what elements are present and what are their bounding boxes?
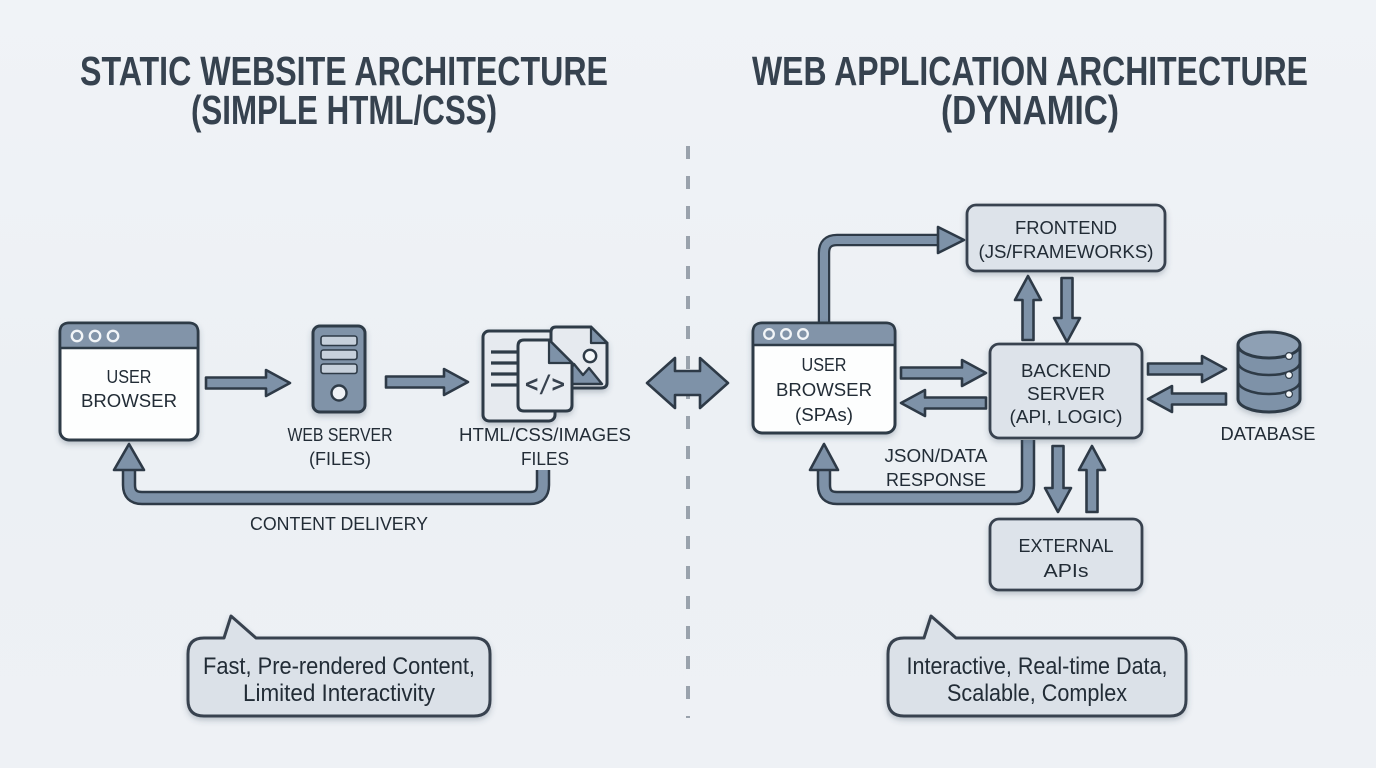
database-label: DATABASE bbox=[1221, 424, 1316, 444]
arrow-external-to-backend bbox=[1077, 444, 1107, 514]
frontend-box bbox=[965, 203, 1167, 273]
backend-label-line1: BACKEND bbox=[1021, 361, 1111, 381]
web-server-label-line2: (FILES) bbox=[309, 449, 371, 469]
window-dot-icon bbox=[763, 328, 775, 340]
backend-box bbox=[988, 342, 1144, 440]
files-icon: </> bbox=[481, 325, 609, 423]
arrow-browser-to-backend bbox=[899, 358, 988, 388]
files-label-line1: HTML/CSS/IMAGES bbox=[459, 425, 631, 445]
database-icon bbox=[1236, 330, 1302, 414]
json-response-loop-arrow bbox=[808, 440, 1036, 506]
user-browser-spa-icon bbox=[751, 321, 897, 435]
external-apis-box bbox=[988, 517, 1144, 592]
left-browser-label-line2: BROWSER bbox=[81, 391, 177, 411]
window-dot-icon bbox=[88, 329, 102, 343]
code-glyph: </> bbox=[525, 370, 565, 398]
left-browser-label-line1: USER bbox=[107, 367, 152, 387]
left-callout-line2: Limited Interactivity bbox=[243, 680, 435, 707]
json-response-label-line2: RESPONSE bbox=[886, 470, 986, 490]
backend-label-line3: (API, LOGIC) bbox=[1010, 407, 1123, 427]
right-title-line2: (DYNAMIC) bbox=[941, 87, 1119, 133]
arrow-backend-to-database bbox=[1146, 354, 1228, 384]
files-label-line2: FILES bbox=[521, 449, 569, 469]
right-browser-label-line3: (SPAs) bbox=[795, 405, 853, 425]
left-title-line2: (SIMPLE HTML/CSS) bbox=[191, 87, 497, 133]
right-browser-label-line2: BROWSER bbox=[776, 380, 872, 400]
right-title: WEB APPLICATION ARCHITECTURE (DYNAMIC) bbox=[752, 48, 1308, 133]
arrow-database-to-backend bbox=[1146, 384, 1228, 414]
right-title-line1: WEB APPLICATION ARCHITECTURE bbox=[752, 48, 1308, 94]
content-delivery-loop-arrow bbox=[112, 442, 551, 506]
arrow-backend-to-external bbox=[1043, 444, 1073, 514]
external-apis-label-line2: APIs bbox=[1044, 561, 1089, 581]
arrow-server-to-files bbox=[384, 367, 470, 397]
arrow-backend-to-browser bbox=[899, 388, 988, 418]
arrow-browser-to-frontend bbox=[817, 225, 966, 322]
web-server-icon bbox=[311, 324, 367, 414]
bidirectional-arrow-icon bbox=[645, 356, 730, 410]
left-title: STATIC WEBSITE ARCHITECTURE (SIMPLE HTML… bbox=[80, 48, 608, 133]
window-dot-icon bbox=[780, 328, 792, 340]
right-callout-bubble bbox=[886, 614, 1188, 718]
right-callout-line1: Interactive, Real-time Data, bbox=[907, 653, 1168, 680]
code-file-icon: </> bbox=[516, 338, 574, 413]
json-response-label-line1: JSON/DATA bbox=[885, 446, 988, 466]
window-dot-icon bbox=[106, 329, 120, 343]
right-callout-line2: Scalable, Complex bbox=[947, 680, 1127, 707]
right-browser-label-line1: USER bbox=[802, 355, 847, 375]
user-browser-icon bbox=[58, 321, 200, 442]
arrow-backend-to-frontend bbox=[1013, 274, 1043, 342]
backend-label-line2: SERVER bbox=[1027, 384, 1105, 404]
arrow-frontend-to-backend bbox=[1052, 276, 1082, 344]
window-dot-icon bbox=[797, 328, 809, 340]
arrow-browser-to-server bbox=[204, 368, 292, 398]
content-delivery-label: CONTENT DELIVERY bbox=[250, 514, 428, 534]
left-callout-bubble bbox=[186, 614, 492, 718]
window-dot-icon bbox=[70, 329, 84, 343]
frontend-label-line1: FRONTEND bbox=[1015, 218, 1117, 238]
external-apis-label-line1: EXTERNAL bbox=[1019, 536, 1114, 556]
left-title-line1: STATIC WEBSITE ARCHITECTURE bbox=[80, 48, 608, 94]
frontend-label-line2: (JS/FRAMEWORKS) bbox=[979, 242, 1154, 262]
left-callout-line1: Fast, Pre-rendered Content, bbox=[203, 653, 475, 680]
web-server-label-line1: WEB SERVER bbox=[288, 425, 393, 445]
